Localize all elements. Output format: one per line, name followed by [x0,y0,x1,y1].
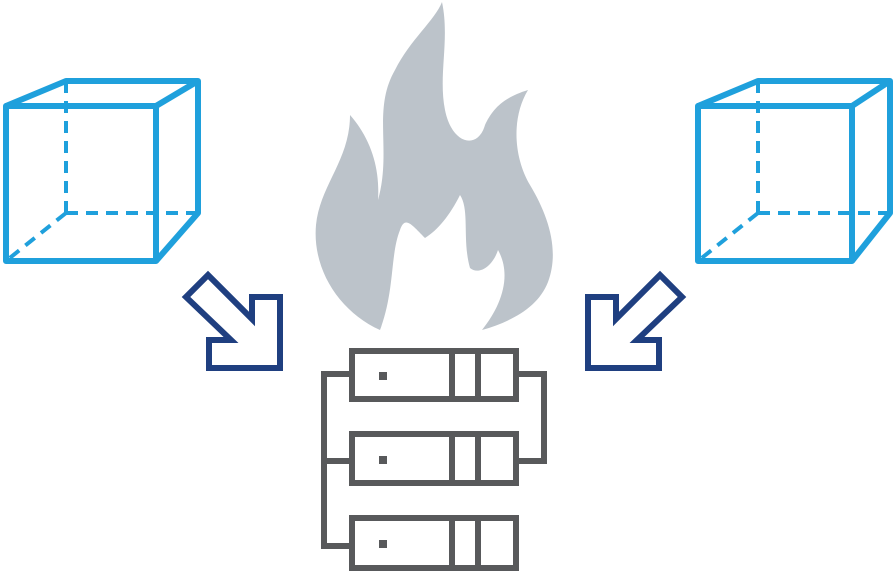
server-unit [349,431,519,486]
server-unit [349,348,519,402]
server-rack-icon [321,348,547,571]
right-cube-icon [695,78,893,264]
server-unit [349,515,519,571]
flame-icon [315,2,553,330]
left-arrow-icon [181,270,283,371]
left-cube-icon [3,78,201,264]
right-arrow-icon [585,270,687,371]
